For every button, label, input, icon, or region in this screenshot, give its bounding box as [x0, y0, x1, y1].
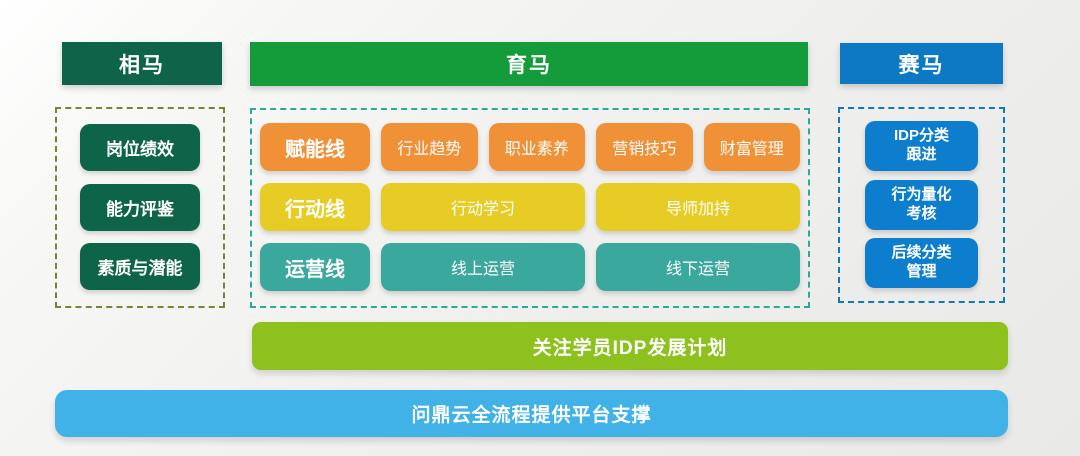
node-action-learning: 行动学习 [381, 183, 585, 231]
row-operation: 运营线 线上运营 线下运营 [260, 243, 800, 291]
node-idp-classified-followup: IDP分类 跟进 [865, 121, 978, 171]
header-saima: 赛马 [840, 43, 1003, 84]
panel-selection: 岗位绩效 能力评鉴 素质与潜能 [55, 107, 225, 308]
panel-development: 赋能线 行业趋势 职业素养 营销技巧 财富管理 行动线 行动学习 导师加持 运营… [250, 108, 810, 308]
node-online-operation: 线上运营 [381, 243, 585, 291]
panel-racing: IDP分类 跟进 行为量化 考核 后续分类 管理 [838, 107, 1005, 303]
node-empowerment-line: 赋能线 [260, 123, 370, 171]
row-empowerment: 赋能线 行业趋势 职业素养 营销技巧 财富管理 [260, 123, 800, 171]
bar-platform-support: 问鼎云全流程提供平台支撑 [55, 390, 1008, 437]
node-followup-classified-management: 后续分类 管理 [865, 238, 978, 288]
node-mentor-support: 导师加持 [596, 183, 800, 231]
header-yuma: 育马 [250, 42, 808, 86]
header-xiangma: 相马 [62, 42, 222, 85]
node-job-performance: 岗位绩效 [80, 124, 200, 171]
row-action: 行动线 行动学习 导师加持 [260, 183, 800, 231]
node-professional-quality: 职业素养 [488, 123, 585, 171]
node-offline-operation: 线下运营 [596, 243, 800, 291]
node-marketing-skills: 营销技巧 [596, 123, 693, 171]
node-action-line: 行动线 [260, 183, 370, 231]
node-wealth-management: 财富管理 [703, 123, 800, 171]
node-ability-review: 能力评鉴 [80, 183, 200, 231]
node-quality-potential: 素质与潜能 [80, 243, 200, 290]
node-behavior-quantified-assessment: 行为量化 考核 [865, 179, 978, 230]
bar-idp-plan: 关注学员IDP发展计划 [252, 322, 1008, 370]
node-operation-line: 运营线 [260, 243, 370, 291]
node-industry-trends: 行业趋势 [381, 123, 478, 171]
